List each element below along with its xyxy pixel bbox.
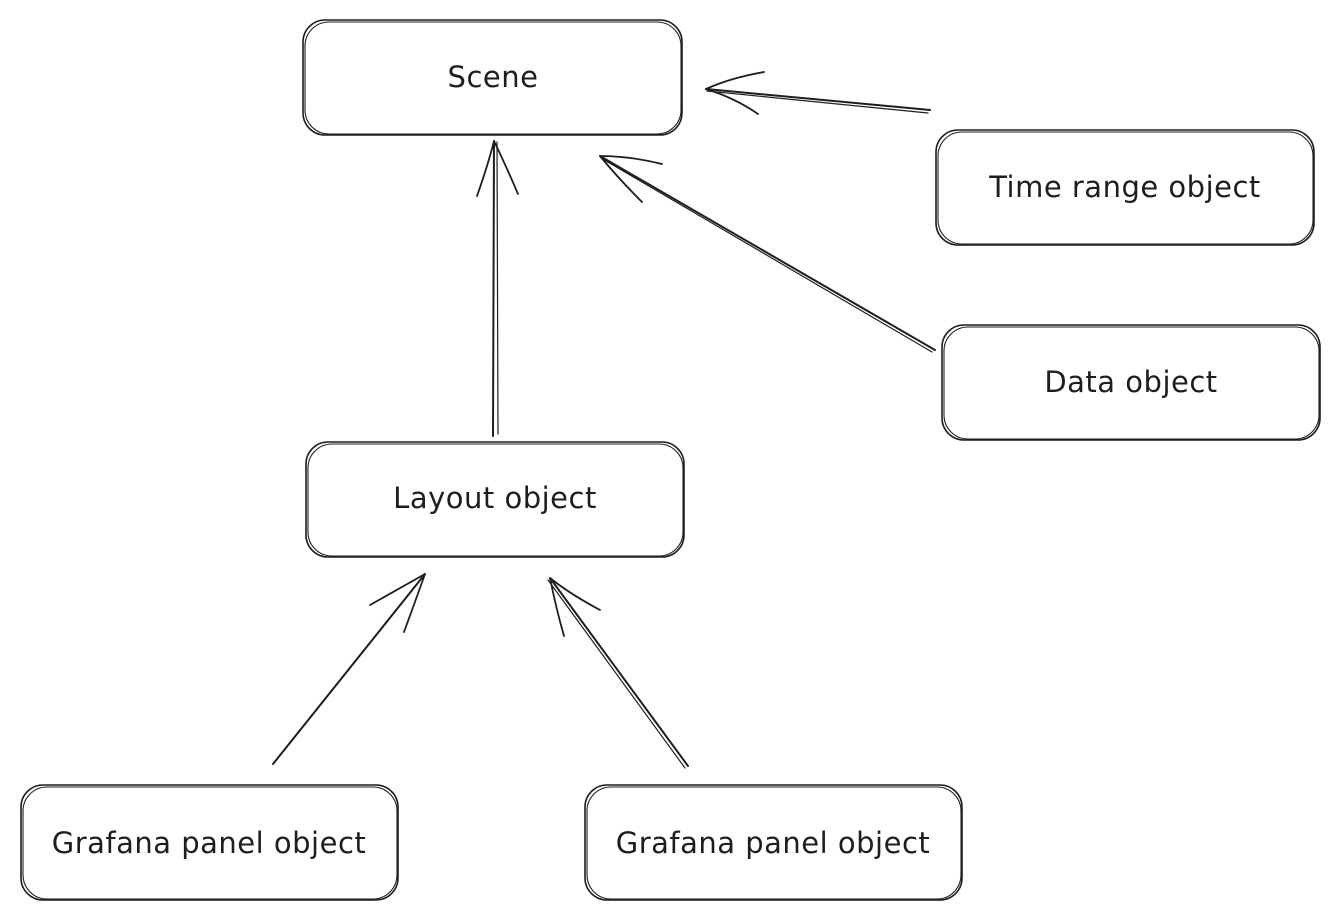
node-data-label: Data object xyxy=(1044,365,1217,399)
node-scene-label: Scene xyxy=(448,60,539,94)
edge-panel-right-to-layout xyxy=(547,577,689,769)
node-panel-left-label: Grafana panel object xyxy=(52,826,367,860)
node-data: Data object xyxy=(941,324,1321,441)
edge-time-range-to-scene xyxy=(705,71,931,115)
node-panel-left: Grafana panel object xyxy=(20,784,399,901)
node-panel-right: Grafana panel object xyxy=(584,784,963,901)
node-time-range: Time range object xyxy=(935,129,1315,246)
node-layout-label: Layout object xyxy=(393,481,597,515)
node-time-range-label: Time range object xyxy=(988,170,1261,204)
edge-panel-left-to-layout xyxy=(272,573,426,765)
node-panel-right-label: Grafana panel object xyxy=(616,826,931,860)
node-layout: Layout object xyxy=(305,441,685,558)
node-scene: Scene xyxy=(302,19,683,136)
edge-layout-to-scene xyxy=(476,140,519,437)
edge-data-to-scene xyxy=(599,155,936,353)
